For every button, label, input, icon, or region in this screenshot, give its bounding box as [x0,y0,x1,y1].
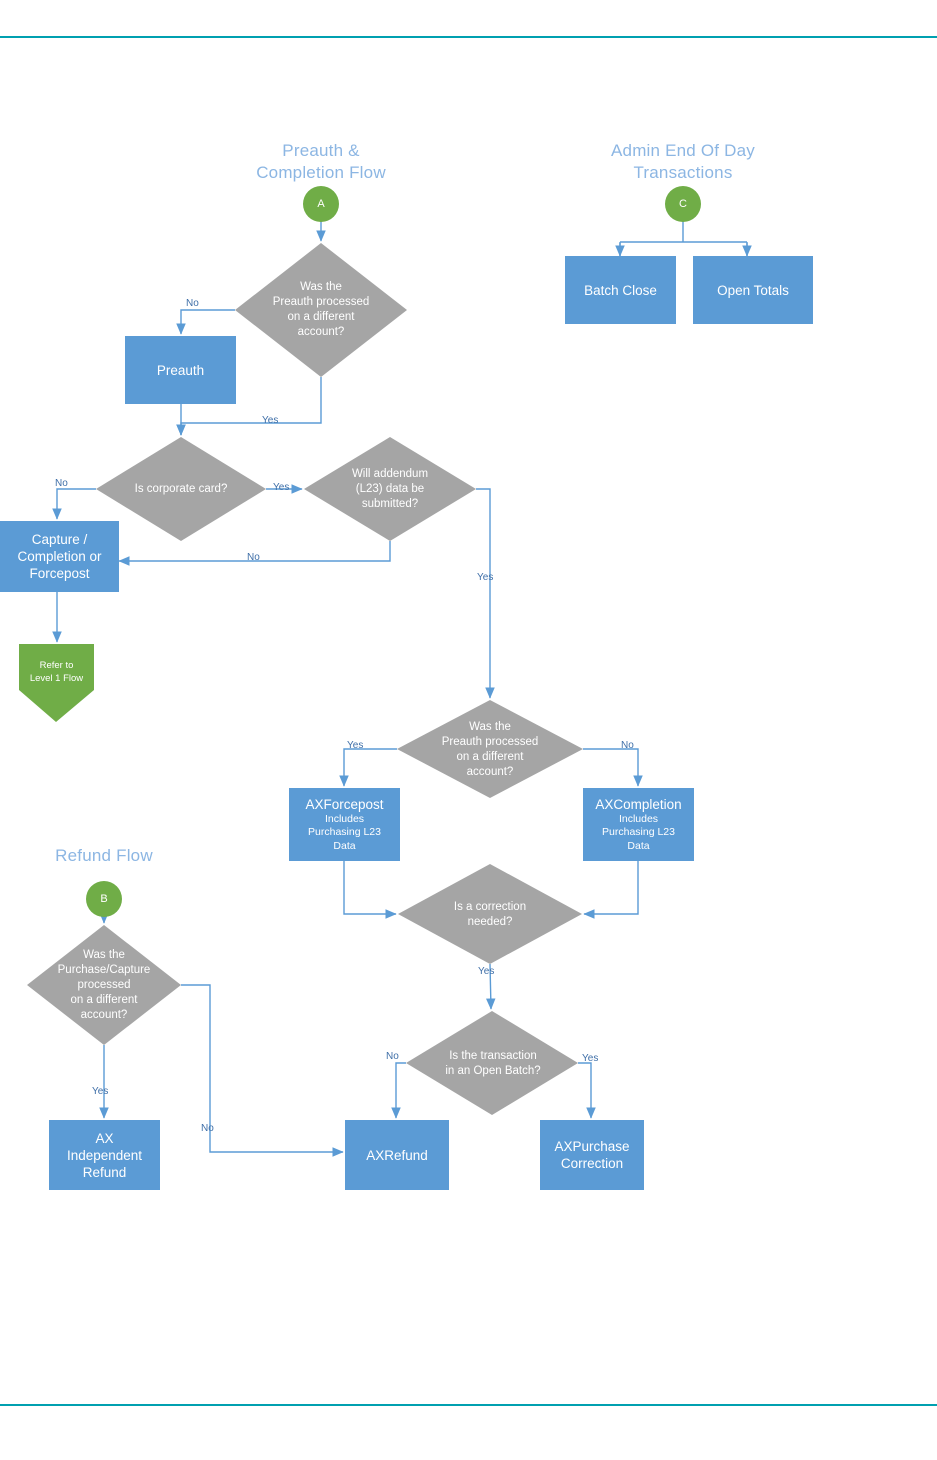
open-totals-box[interactable]: Open Totals [693,256,813,324]
edge-c-split [619,221,748,256]
preauth-flow-title-line2: Completion Flow [256,163,386,182]
edge-label-corp-yes: Yes [273,482,290,493]
edge-correction-yes [486,963,496,1010]
open-totals-label: Open Totals [717,282,789,298]
edge-label-d1-yes: Yes [262,415,279,426]
edge-label-addendum-no: No [247,552,260,563]
axforcepost-line2: Purchasing L23 [308,826,381,839]
top-divider-rule [0,36,937,38]
edge-label-refund-no: No [201,1123,214,1134]
refund-flow-title-line1: Refund Flow [55,846,153,865]
axcompletion-title: AXCompletion [595,796,682,812]
addendum-diamond [304,437,476,541]
axforcepost-title: AXForcepost [305,796,384,812]
edge-label-refund-yes: Yes [92,1086,109,1097]
axcompletion-box[interactable]: AXCompletion Includes Purchasing L23 Dat… [583,788,694,861]
edge-label-d2-no: No [621,740,634,751]
edge-label-addendum-yes: Yes [477,572,494,583]
refer-level1-line2: Level 1 Flow [29,673,84,684]
edge-label-correction-yes: Yes [478,966,495,977]
connector-b-label: B [100,893,108,905]
preauth-diamond-2 [397,700,583,798]
edge-open-batch-no [391,1062,406,1119]
capture-box-line2: Completion or [17,549,102,564]
refund-flow-title: Refund Flow [24,845,184,867]
edge-axcompletion-to-correction [583,861,639,919]
preauth-box-label: Preauth [156,362,205,378]
preauth-box[interactable]: Preauth [125,336,236,404]
corporate-card-diamond [96,437,266,541]
open-batch-diamond [406,1011,578,1115]
refer-to-level1-pentagon [19,644,94,722]
axcompletion-line2: Purchasing L23 [602,826,675,839]
edge-preauth-diamond2-no [583,748,643,787]
admin-flow-title: Admin End Of Day Transactions [583,140,783,184]
edge-label-d1-no: No [186,298,199,309]
admin-flow-title-line2: Transactions [633,163,733,182]
edge-preauth-diamond2-yes [339,748,397,787]
axpurchase-correction-line1: AXPurchase [554,1139,630,1154]
axforcepost-line1: Includes [324,812,365,825]
ax-independent-refund-line3: Refund [82,1164,127,1180]
connector-circle-b[interactable]: B [86,881,122,917]
edge-addendum-yes [476,488,495,699]
batch-close-box[interactable]: Batch Close [565,256,676,324]
edge-label-d2-yes: Yes [347,740,364,751]
edge-addendum-no [118,541,391,566]
connector-a-label: A [317,198,325,210]
capture-completion-forcepost-box[interactable]: Capture / Completion or Forcepost [0,521,119,592]
ax-independent-refund-box[interactable]: AX Independent Refund [49,1120,160,1190]
axforcepost-line3: Data [333,839,356,852]
preauth-flow-title: Preauth & Completion Flow [221,140,421,184]
refer-level1-line1: Refer to [39,660,74,671]
axcompletion-line3: Data [627,839,650,852]
refer-to-level1-label: Refer to Level 1 Flow [19,655,94,689]
admin-flow-title-line1: Admin End Of Day [611,141,755,160]
preauth-diamond-1 [235,243,407,377]
ax-independent-refund-line2: Independent [66,1147,143,1163]
purchase-capture-diamond [27,925,181,1045]
edge-axforcepost-to-correction [343,861,397,919]
edge-label-corp-no: No [55,478,68,489]
edge-purchase-no [181,984,344,1157]
capture-box-line1: Capture / [31,532,88,547]
edge-label-batch-no: No [386,1051,399,1062]
connector-circle-a[interactable]: A [303,186,339,222]
edge-preauth-diamond1-no [176,309,235,335]
ax-independent-refund-line1: AX [95,1130,114,1146]
edge-corporate-no [52,488,96,520]
axcompletion-line1: Includes [618,812,659,825]
bottom-divider-rule [0,1404,937,1406]
edge-label-batch-yes: Yes [582,1053,599,1064]
correction-diamond [398,864,582,964]
axpurchase-correction-box[interactable]: AXPurchase Correction [540,1120,644,1190]
capture-box-line3: Forcepost [29,566,90,581]
connector-c-label: C [679,198,687,210]
connector-circle-c[interactable]: C [665,186,701,222]
axrefund-box[interactable]: AXRefund [345,1120,449,1190]
preauth-flow-title-line1: Preauth & [282,141,360,160]
axpurchase-correction-line2: Correction [560,1156,624,1171]
edge-open-batch-yes [578,1062,596,1119]
batch-close-label: Batch Close [584,282,657,298]
axforcepost-box[interactable]: AXForcepost Includes Purchasing L23 Data [289,788,400,861]
axrefund-label: AXRefund [366,1147,428,1163]
